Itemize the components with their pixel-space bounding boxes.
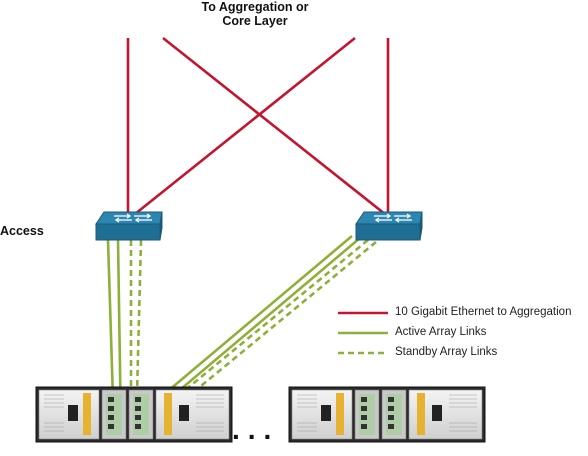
- more-arrays-ellipsis: ...: [232, 414, 280, 445]
- uplink-cross-left-to-right: [162, 36, 391, 220]
- legend-swatches: [338, 311, 388, 355]
- storage-array-icon: [35, 386, 233, 443]
- title-line-2: Core Layer: [222, 14, 288, 28]
- switch-icon: [355, 211, 423, 241]
- aggregation-core-title: To Aggregation or Core Layer: [170, 0, 340, 28]
- access-layer-label: Access: [0, 224, 44, 238]
- legend-label-standby: Standby Array Links: [395, 346, 498, 358]
- switch-icon: [95, 211, 163, 241]
- title-line-1: To Aggregation or: [201, 0, 309, 14]
- uplink-cross-right-to-left: [129, 36, 356, 220]
- legend-label-active: Active Array Links: [395, 326, 487, 338]
- legend-label-10gbe: 10 Gigabit Ethernet to Aggregation: [395, 306, 572, 318]
- uplinks-10gbe: [126, 36, 391, 220]
- storage-array-icon: [288, 386, 486, 443]
